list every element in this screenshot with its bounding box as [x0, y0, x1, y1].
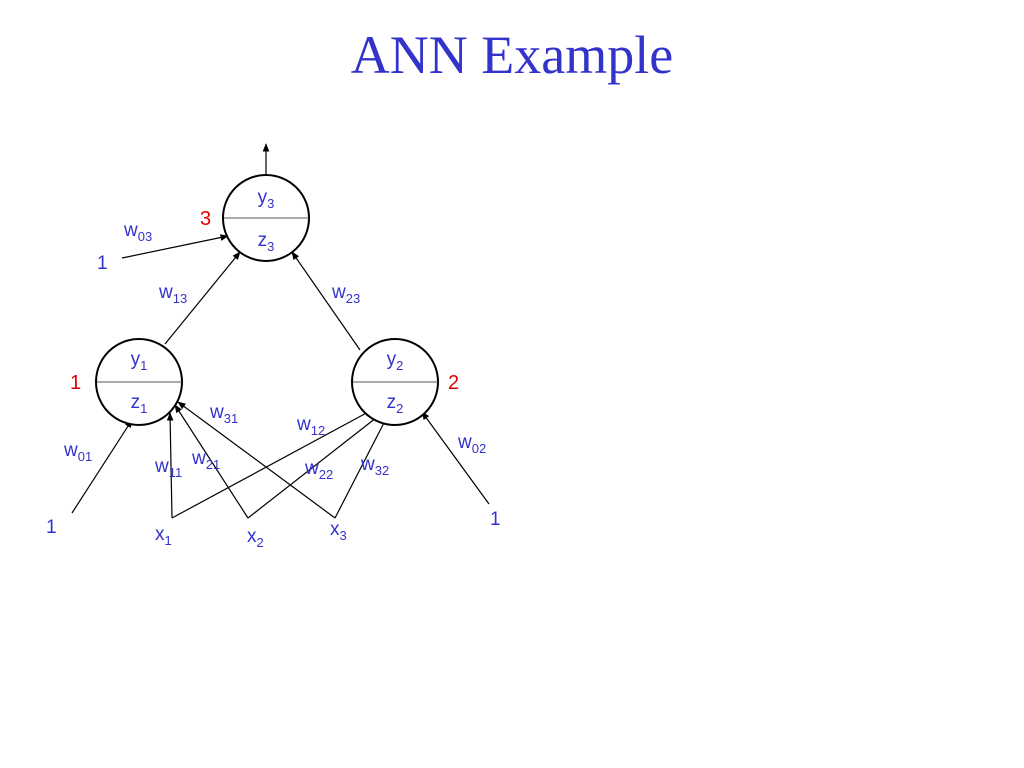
node-3-net-label: z3 [258, 230, 275, 254]
bias-input-n3: 1 [97, 253, 108, 274]
edge-n1-n3 [164, 251, 241, 345]
weight-w02: w02 [457, 432, 486, 456]
weight-w12: w12 [296, 414, 325, 438]
edge-x2-n2 [247, 413, 382, 519]
edge-x3-n1 [177, 401, 336, 519]
edge-n2-n3 [291, 251, 361, 351]
edge-bias-n2 [421, 411, 490, 505]
slide-title: ANN Example [350, 25, 674, 85]
node-2-id: 2 [448, 372, 459, 394]
weight-w22: w22 [304, 458, 333, 482]
input-x1: x1 [155, 524, 172, 548]
edge-x2-n1 [174, 404, 249, 519]
weight-w11: w11 [154, 456, 182, 480]
node-3: y3 z3 [222, 174, 310, 262]
edge-x3-n2 [334, 414, 389, 519]
node-2-output-label: y2 [387, 349, 404, 373]
node-2: y2 z2 [351, 338, 439, 426]
edge-bias-n1 [71, 419, 133, 514]
node-1: y1 z1 [95, 338, 183, 426]
node-1-id: 1 [70, 372, 81, 394]
edge-x1-n2 [171, 409, 373, 519]
weight-w23: w23 [331, 282, 360, 306]
node-1-net-label: z1 [131, 392, 148, 416]
input-x2: x2 [247, 526, 264, 550]
edge-x1-n1 [166, 412, 174, 519]
weight-w31: w31 [209, 402, 238, 426]
bias-input-n2: 1 [490, 509, 501, 530]
weight-w32: w32 [360, 454, 389, 478]
weight-w01: w01 [63, 440, 92, 464]
weight-w13: w13 [158, 282, 187, 306]
edge-bias-n3 [121, 234, 229, 259]
node-1-output-label: y1 [131, 349, 148, 373]
node-3-id: 3 [200, 208, 211, 230]
weight-w21: w21 [191, 448, 220, 472]
weight-w03: w03 [123, 220, 152, 244]
bias-input-n1: 1 [46, 517, 57, 538]
input-x3: x3 [330, 519, 347, 543]
node-3-output-label: y3 [258, 187, 275, 211]
node-2-net-label: z2 [387, 392, 404, 416]
